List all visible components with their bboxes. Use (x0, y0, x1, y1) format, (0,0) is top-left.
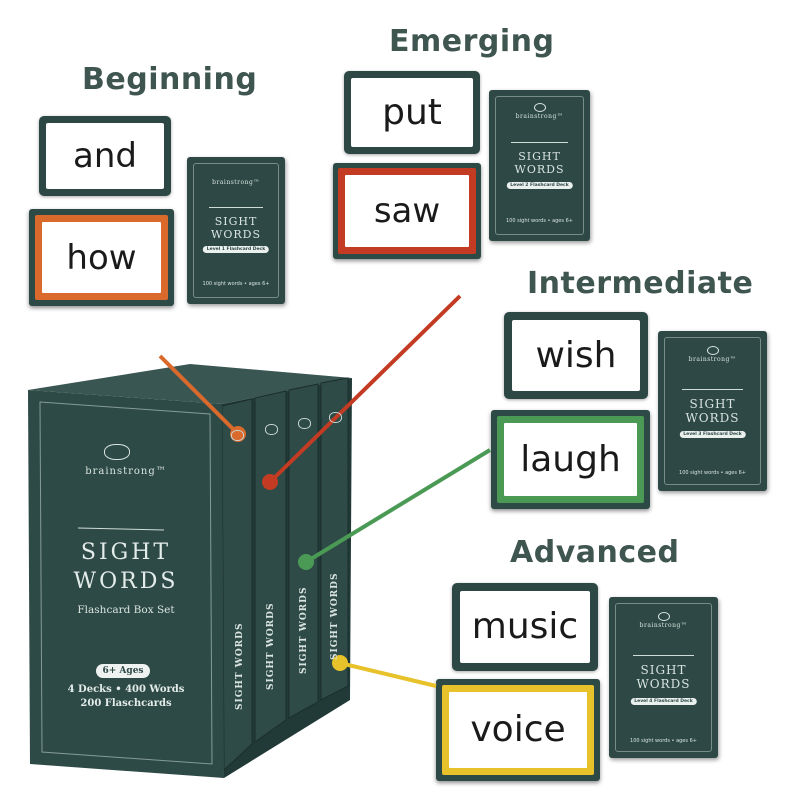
deck-border (495, 96, 584, 235)
flashcard-wish: wish (504, 312, 648, 399)
deck-level-badge: Level 3 Flashcard Deck (679, 431, 746, 438)
box-front-face (28, 390, 224, 778)
flashcard-laugh: laugh (491, 410, 650, 509)
emerging-title: Emerging (389, 24, 555, 59)
box-title-line2: WORDS (73, 569, 179, 594)
deck-footer: 100 sight words • ages 6+ (506, 218, 573, 224)
flashcard-word: and (73, 136, 137, 176)
divider (511, 142, 568, 143)
deck-title-line2: WORDS (514, 163, 565, 176)
connector-intermediate (304, 448, 492, 564)
box-stats-line1: 4 Decks • 400 Words (67, 684, 185, 695)
deck-spine-3 (288, 383, 319, 719)
brain-logo-icon (533, 103, 546, 112)
box-front-border (39, 401, 213, 765)
flashcard-word: laugh (520, 438, 621, 480)
brain-logo-icon (657, 612, 670, 621)
flashcard-voice: voice (436, 679, 600, 781)
connector-advanced (339, 661, 437, 688)
brain-logo-icon (231, 430, 244, 441)
divider (208, 207, 264, 208)
advanced-title: Advanced (510, 535, 680, 570)
deck-spine-4 (320, 377, 349, 701)
flashcard-face: music (460, 591, 590, 663)
spine-label-4: SIGHT WORDS (330, 572, 340, 660)
flashcard-face: put (351, 78, 473, 147)
deck-level-1: brainstrong™ SIGHT WORDS Level 1 Flashca… (187, 157, 285, 304)
flashcard-word: how (66, 237, 137, 278)
flashcard-word: music (471, 606, 579, 647)
flashcard-and: and (39, 116, 171, 196)
box-subtitle: Flashcard Box Set (77, 604, 175, 616)
deck-level-2: brainstrong™ SIGHT WORDS Level 2 Flashca… (489, 90, 590, 241)
flashcard-how: how (29, 209, 174, 306)
flashcard-face: laugh (504, 423, 637, 496)
deck-footer: 100 sight words • ages 6+ (202, 281, 270, 287)
divider (632, 655, 695, 656)
box-brand: brainstrong™ (85, 466, 167, 477)
deck-title-line2: WORDS (211, 228, 261, 241)
deck-level-badge: Level 2 Flashcard Deck (506, 182, 573, 189)
divider (681, 389, 744, 390)
spine-label-1: SIGHT WORDS (235, 622, 245, 710)
ages-badge: 6+ Ages (96, 664, 150, 678)
flashcard-word: voice (470, 709, 566, 750)
deck-level-3: brainstrong™ SIGHT WORDS Level 3 Flashca… (658, 331, 767, 491)
deck-border (664, 337, 761, 485)
flashcard-face: saw (345, 175, 469, 247)
connector-dot-advanced (332, 655, 348, 671)
deck-brand: brainstrong™ (688, 356, 737, 363)
flashcard-put: put (344, 71, 480, 154)
box-stats-line2: 200 Flaschcards (80, 698, 172, 709)
spine-label-2: SIGHT WORDS (266, 602, 276, 690)
deck-level-badge: Level 1 Flashcard Deck (202, 246, 270, 253)
brain-logo-icon (265, 424, 278, 435)
deck-title-line1: SIGHT (640, 663, 687, 677)
flashcard-word: put (382, 91, 442, 133)
connector-dot-intermediate (298, 554, 314, 570)
deck-footer: 100 sight words • ages 6+ (630, 738, 697, 744)
flashcard-music: music (452, 583, 598, 671)
deck-border (193, 163, 279, 298)
spine-label-3: SIGHT WORDS (299, 586, 309, 674)
deck-level-badge: Level 4 Flashcard Deck (630, 698, 697, 705)
box-title-line1: SIGHT (80, 540, 172, 565)
deck-border (615, 603, 712, 752)
beginning-title: Beginning (82, 62, 258, 97)
brain-logo-icon (298, 418, 311, 429)
flashcard-face: how (42, 222, 161, 293)
flashcard-word: saw (373, 191, 441, 231)
deck-brand: brainstrong™ (515, 113, 564, 120)
deck-title-line1: SIGHT (689, 397, 736, 411)
connector-emerging (268, 294, 462, 484)
connector-beginning (158, 354, 240, 436)
flashcard-saw: saw (333, 163, 481, 259)
brain-logo-icon (104, 444, 130, 460)
connector-dot-emerging (262, 474, 278, 490)
deck-title-line1: SIGHT (214, 215, 258, 228)
brain-logo-icon (329, 412, 342, 423)
flashcard-face: voice (449, 692, 587, 768)
deck-spine-1 (221, 398, 253, 772)
flashcard-face: wish (512, 320, 640, 391)
flashcard-word: wish (535, 334, 617, 376)
box-divider (77, 527, 165, 531)
flashcard-face: and (46, 123, 164, 189)
deck-footer: 100 sight words • ages 6+ (679, 470, 746, 476)
deck-level-4: brainstrong™ SIGHT WORDS Level 4 Flashca… (609, 597, 718, 758)
deck-brand: brainstrong™ (639, 622, 688, 629)
intermediate-title: Intermediate (527, 266, 754, 301)
deck-title-line1: SIGHT (518, 150, 561, 163)
deck-brand: brainstrong™ (212, 179, 260, 186)
deck-title-line2: WORDS (685, 411, 740, 425)
deck-title-line2: WORDS (636, 677, 691, 691)
brain-logo-icon (706, 346, 719, 355)
